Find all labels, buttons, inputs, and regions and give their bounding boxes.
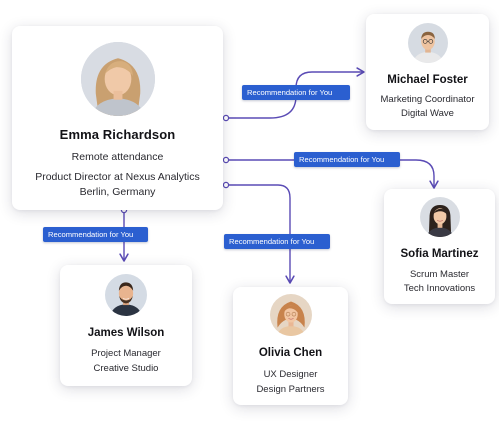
avatar-james <box>105 274 147 316</box>
recommendation-line2: Creative Studio <box>93 363 159 374</box>
main-person-card[interactable]: Emma Richardson Remote attendance Produc… <box>12 26 223 210</box>
recommendation-line1: Scrum Master <box>409 269 470 280</box>
recommendation-tag-james[interactable]: Recommendation for You <box>43 227 148 242</box>
recommendation-tag-michael[interactable]: Recommendation for You <box>242 85 350 100</box>
person-avatar-icon <box>105 274 147 316</box>
person-avatar-icon <box>269 294 312 336</box>
recommendation-line2: Tech Innovations <box>403 283 476 294</box>
recommendation-tag-olivia[interactable]: Recommendation for You <box>224 234 330 249</box>
connector-michael-origin <box>222 114 230 122</box>
connector-sofia-origin <box>222 156 230 164</box>
person-avatar-icon <box>407 23 448 63</box>
person-avatar-icon <box>80 42 155 116</box>
recommendation-line2: Design Partners <box>256 384 325 395</box>
recommendation-line2: Digital Wave <box>401 108 454 119</box>
recommendation-line1: UX Designer <box>263 369 318 380</box>
avatar-sofia <box>419 197 460 237</box>
recommendation-name: James Wilson <box>87 327 165 339</box>
recommendation-line1: Project Manager <box>91 348 161 359</box>
recommendation-card-michael[interactable]: Michael Foster Marketing Coordinator Dig… <box>366 14 489 130</box>
person-avatar-icon <box>419 197 460 237</box>
main-person-name: Emma Richardson <box>59 127 176 142</box>
main-person-location: Berlin, Germany <box>79 186 156 198</box>
connector-olivia <box>226 184 295 284</box>
connector-sofia <box>226 159 439 189</box>
recommendation-name: Olivia Chen <box>258 347 323 359</box>
main-person-role: Product Director at Nexus Analytics <box>35 171 200 183</box>
connector-olivia-origin <box>222 181 230 189</box>
avatar-emma <box>80 42 155 116</box>
avatar-olivia <box>269 294 312 336</box>
recommendation-line1: Marketing Coordinator <box>380 94 475 105</box>
recommendation-name: Sofia Martinez <box>400 248 479 260</box>
recommendation-card-olivia[interactable]: Olivia Chen UX Designer Design Partners <box>233 287 348 405</box>
recommendation-name: Michael Foster <box>387 74 468 86</box>
recommendation-tag-sofia[interactable]: Recommendation for You <box>294 152 400 167</box>
recommendation-card-sofia[interactable]: Sofia Martinez Scrum Master Tech Innovat… <box>384 189 495 304</box>
main-person-attendance: Remote attendance <box>71 151 164 163</box>
avatar-michael <box>407 23 448 63</box>
recommendation-card-james[interactable]: James Wilson Project Manager Creative St… <box>60 265 192 386</box>
